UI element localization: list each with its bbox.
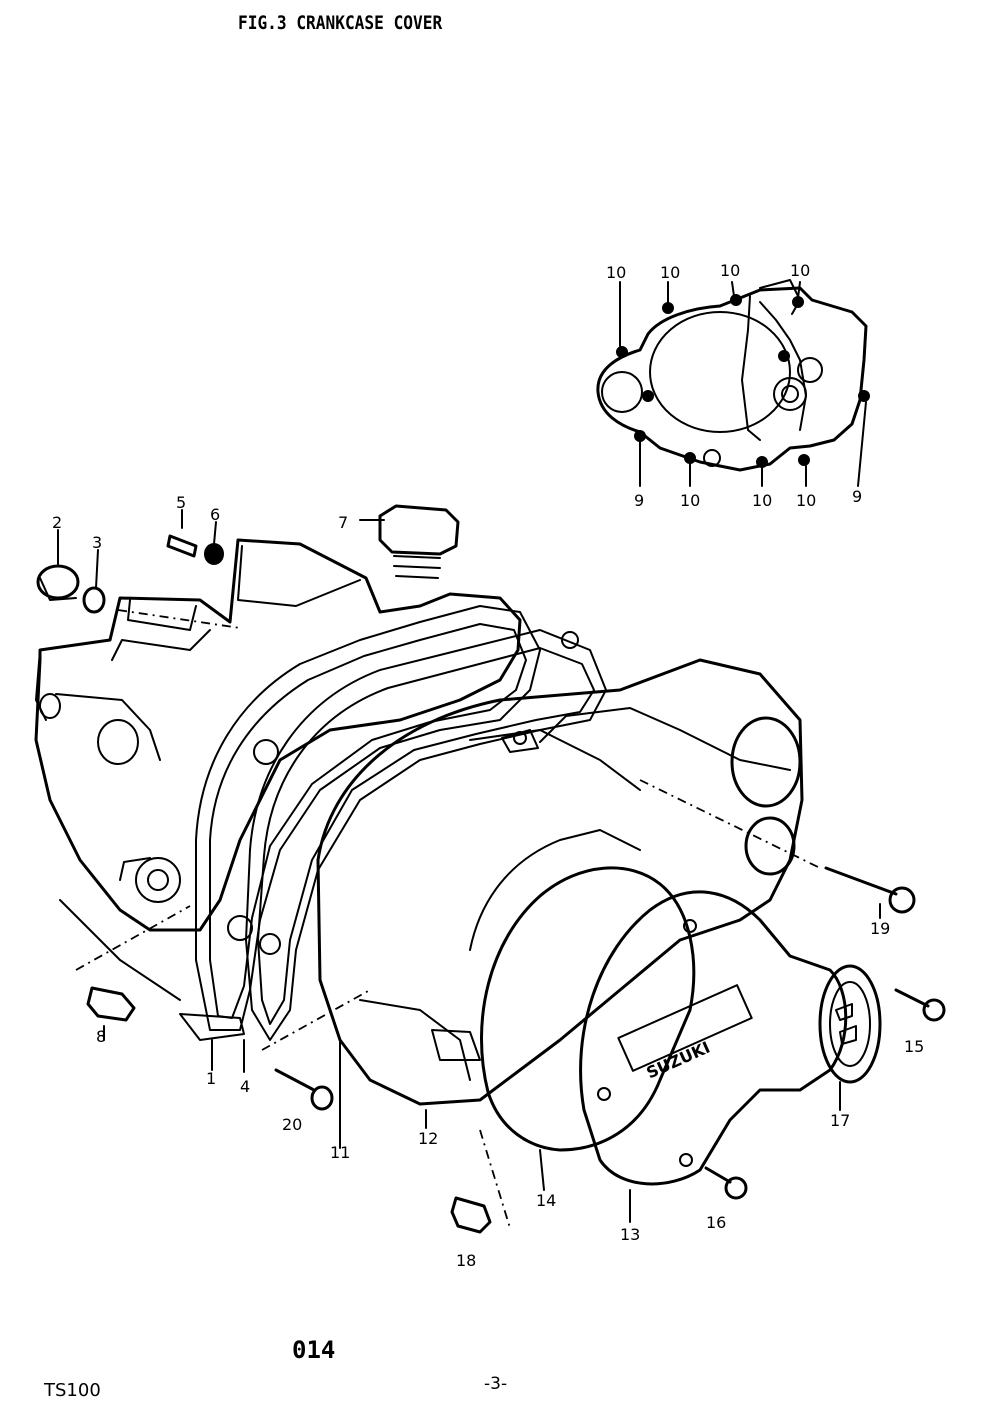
callout-10: 10: [680, 491, 700, 510]
figure-title: FIG.3 CRANKCASE COVER: [238, 12, 443, 34]
clutch-cover-drawing: SUZUKI: [480, 866, 882, 1186]
outer-cover-drawing: [316, 658, 804, 1106]
callout-18: 18: [456, 1251, 476, 1270]
brand-emblem: SUZUKI: [643, 1038, 712, 1083]
callout-10: 10: [752, 491, 772, 510]
callout-12: 12: [418, 1129, 438, 1148]
callout-10: 10: [606, 263, 626, 282]
inset-callouts: 10 10 10 10 9 10 10 10 9: [606, 261, 862, 510]
callout-10: 10: [720, 261, 740, 280]
callout-10: 10: [796, 491, 816, 510]
page-number: -3-: [484, 1374, 508, 1394]
callout-9: 9: [852, 487, 862, 506]
callout-14: 14: [536, 1191, 556, 1210]
part-callouts: 1 2 3 4 5 6 7 8 11 12 13 14 15 16 17 18 …: [52, 493, 924, 1270]
callout-4: 4: [240, 1077, 250, 1096]
callout-17: 17: [830, 1111, 850, 1130]
callout-16: 16: [706, 1213, 726, 1232]
callout-11: 11: [330, 1143, 350, 1162]
gasket-drawings: [195, 605, 607, 1041]
callout-6: 6: [210, 505, 220, 524]
callout-1: 1: [206, 1069, 216, 1088]
callout-7: 7: [338, 513, 348, 532]
callout-9: 9: [634, 491, 644, 510]
callout-2: 2: [52, 513, 62, 532]
callout-10: 10: [660, 263, 680, 282]
inset-cover-drawing: [596, 279, 870, 487]
page-reference: 014: [292, 1336, 336, 1364]
callout-15: 15: [904, 1037, 924, 1056]
callout-10: 10: [790, 261, 810, 280]
callout-3: 3: [92, 533, 102, 552]
leader-lines: [57, 509, 881, 1223]
callout-5: 5: [176, 493, 186, 512]
callout-19: 19: [870, 919, 890, 938]
alignment-lines: [75, 609, 821, 1229]
callout-20: 20: [282, 1115, 302, 1134]
model-label: TS100: [44, 1380, 101, 1401]
callout-13: 13: [620, 1225, 640, 1244]
callout-8: 8: [96, 1027, 106, 1046]
small-parts-drawing: [36, 504, 946, 1234]
